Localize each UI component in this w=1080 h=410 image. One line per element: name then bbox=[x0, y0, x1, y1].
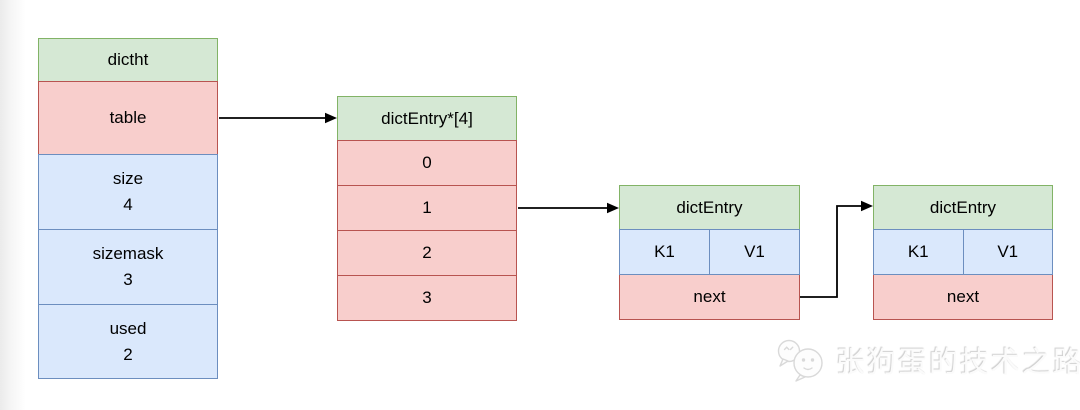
dict-entry-1-kv-row: K1 V1 bbox=[619, 229, 800, 275]
dict-entry-2-kv-row: K1 V1 bbox=[873, 229, 1053, 275]
sizemask-label: sizemask bbox=[92, 244, 164, 263]
arrow-entry1-next-to-entry2 bbox=[800, 200, 873, 298]
dictht-table-row: table bbox=[38, 81, 218, 155]
dict-entry-2-block: dictEntry K1 V1 next bbox=[873, 185, 1053, 320]
used-value: 2 bbox=[123, 344, 133, 364]
sizemask-value: 3 bbox=[123, 270, 133, 289]
wechat-icon bbox=[777, 339, 823, 382]
dict-entry-1-key: K1 bbox=[619, 229, 710, 275]
dictht-block: dictht table size 4 sizemask 3 used 2 bbox=[38, 38, 218, 379]
left-edge-shadow bbox=[0, 0, 26, 410]
bucket-array-block: dictEntry*[4] 0 1 2 3 bbox=[337, 96, 517, 321]
dict-entry-1-title: dictEntry bbox=[619, 185, 800, 230]
arrow-slot1-to-entry1 bbox=[518, 202, 619, 214]
dictht-sizemask-row: sizemask 3 bbox=[38, 229, 218, 305]
bucket-slot-0: 0 bbox=[337, 140, 517, 186]
bucket-slot-1: 1 bbox=[337, 185, 517, 231]
size-value: 4 bbox=[123, 195, 133, 214]
dict-entry-2-value: V1 bbox=[962, 229, 1053, 275]
watermark-text: 张狗蛋的技术之路 bbox=[836, 347, 1080, 379]
dict-entry-1-value: V1 bbox=[709, 229, 800, 275]
bucket-slot-3: 3 bbox=[337, 275, 517, 321]
dictht-size-row: size 4 bbox=[38, 154, 218, 230]
watermark: 张狗蛋的技术之路 bbox=[776, 338, 1080, 382]
dict-entry-2-key: K1 bbox=[873, 229, 964, 275]
dictht-title: dictht bbox=[38, 38, 218, 82]
dict-entry-1-next: next bbox=[619, 274, 800, 320]
dict-entry-2-next: next bbox=[873, 274, 1053, 320]
size-label: size bbox=[112, 169, 144, 188]
bucket-array-title: dictEntry*[4] bbox=[337, 96, 517, 141]
bucket-slot-2: 2 bbox=[337, 230, 517, 276]
used-label: used bbox=[109, 318, 147, 338]
dictht-used-row: used 2 bbox=[38, 304, 218, 379]
dict-entry-2-title: dictEntry bbox=[873, 185, 1053, 230]
arrow-table-to-bucket-array bbox=[219, 112, 337, 124]
dict-entry-1-block: dictEntry K1 V1 next bbox=[619, 185, 800, 320]
